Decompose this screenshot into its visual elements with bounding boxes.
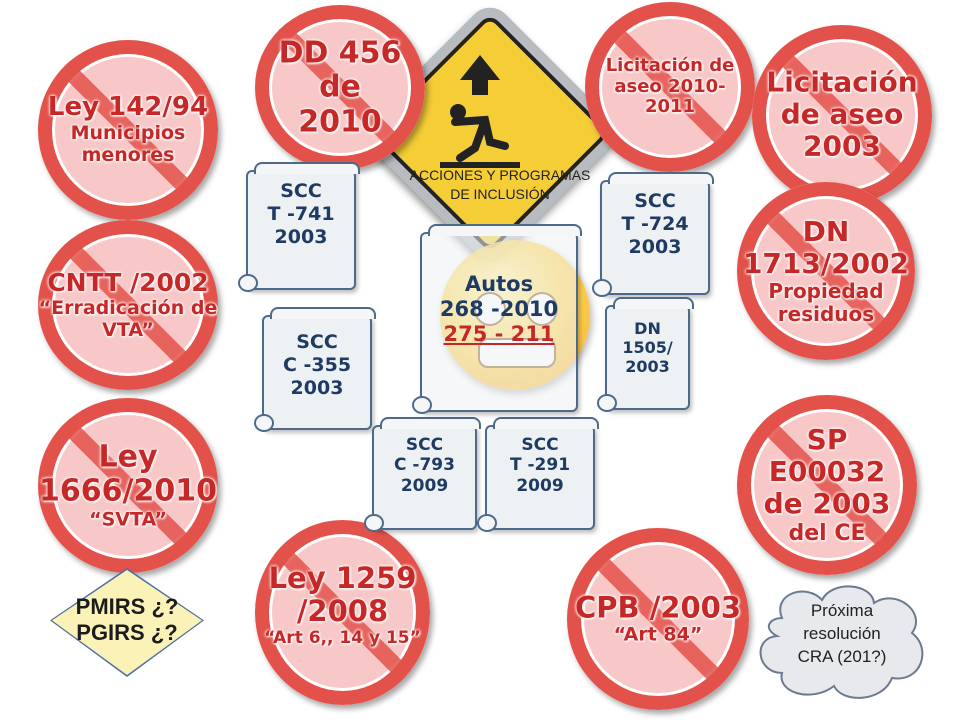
cloud-line2: resolución (803, 623, 881, 643)
scroll-scc-c355: SCC C -355 2003 (254, 307, 376, 432)
scroll-line: SCC (405, 435, 444, 455)
ban-sub: Propiedad (768, 279, 884, 304)
ban-title: de aseo (780, 97, 904, 131)
ban-sub: “Art 6,, 14 y 15” (264, 627, 421, 648)
ban-title: SP (806, 423, 848, 457)
ban-cpb-2003: CPB /2003 “Art 84” (567, 528, 749, 710)
ban-title: 2003 (803, 130, 881, 164)
falling-person-icon (440, 55, 520, 168)
scroll-autos: Autos 268 -2010 275 - 211 (412, 224, 582, 414)
ban-title: CNTT /2002 (47, 267, 209, 297)
ban-title: CPB /2003 (574, 590, 742, 625)
ban-sub: VTA” (102, 318, 154, 341)
ban-ley-1666: Ley 1666/2010 “SVTA” (38, 398, 218, 573)
scroll-line: 2003 (290, 376, 344, 399)
ban-title: DN (802, 214, 850, 248)
scroll-line: 2003 (628, 235, 682, 258)
warning-caption-line2: DE INCLUSIÓN (450, 185, 550, 202)
scroll-line: C -355 (282, 353, 352, 376)
ban-title: Ley (98, 439, 158, 475)
scroll-line: T -291 (509, 455, 571, 476)
ban-dn-1713: DN 1713/2002 Propiedad residuos (737, 182, 915, 360)
cloud-text: Próxima resolución CRA (201?) (752, 600, 932, 669)
scroll-scc-t724: SCC T -724 2003 (592, 172, 714, 297)
ban-licitacion-2003: Licitación de aseo 2003 (752, 25, 932, 205)
ban-licitacion-2010: Licitación de aseo 2010- 2011 (585, 2, 755, 172)
ban-title: 1666/2010 (39, 473, 217, 509)
ban-title: /2008 (296, 594, 389, 629)
autos-link[interactable]: 275 - 211 (443, 322, 555, 347)
ban-title: 1713/2002 (742, 247, 910, 280)
thought-cloud (759, 585, 924, 699)
ban-sub: menores (81, 143, 175, 166)
ban-dd-456: DD 456 de 2010 (255, 5, 425, 170)
ban-sub: Municipios (70, 122, 186, 145)
ban-sub: “Art 84” (613, 623, 703, 646)
ban-title: Ley 1259 (268, 560, 417, 595)
ban-title: de 2003 (763, 487, 891, 521)
pmirs-line2: PGIRS ¿? (76, 620, 178, 646)
scroll-line: 1505/ (622, 338, 673, 358)
pmirs-line1: PMIRS ¿? (75, 594, 179, 619)
ban-sub: “SVTA” (89, 508, 167, 531)
scroll-line: 2003 (625, 357, 670, 377)
ban-title: DD 456 de (278, 34, 402, 105)
cloud-line3: CRA (201?) (797, 646, 887, 666)
scroll-line: SCC (280, 180, 322, 202)
scroll-scc-t741: SCC T -741 2003 (238, 162, 360, 292)
scroll-line: SCC (296, 331, 338, 353)
scroll-scc-c793: SCC C -793 2009 (364, 417, 481, 532)
ban-sub: Licitación de (605, 54, 735, 76)
ban-ley-1259: Ley 1259 /2008 “Art 6,, 14 y 15” (255, 520, 430, 705)
ban-title: 2010 (298, 103, 382, 139)
ban-sub: del CE (788, 520, 866, 546)
scroll-line: 2009 (400, 475, 449, 496)
ban-title: Ley 142/94 (47, 92, 209, 123)
ban-ley-142: Ley 142/94 Municipios menores (38, 40, 218, 220)
scroll-line: DN (634, 319, 661, 338)
warning-caption: ACCIONES Y PROGRAMAS DE INCLUSIÓN (370, 166, 630, 204)
pmirs-text: PMIRS ¿? PGIRS ¿? (50, 594, 204, 647)
scroll-line: T -741 (267, 202, 335, 225)
ban-sub: residuos (777, 302, 875, 327)
ban-sub: 2011 (644, 96, 696, 118)
ban-title: Licitación (766, 65, 918, 99)
scroll-dn-1505: DN 1505/ 2003 (597, 297, 694, 412)
scroll-scc-t291: SCC T -291 2009 (477, 417, 599, 532)
scroll-line: C -793 (394, 455, 455, 476)
autos-title: Autos (464, 272, 534, 296)
ban-cntt-2002: CNTT /2002 “Erradicación de VTA” (38, 220, 218, 390)
scroll-line: SCC (521, 435, 559, 455)
scroll-line: 2003 (274, 225, 328, 248)
warning-caption-line1: ACCIONES Y PROGRAMAS (409, 167, 591, 183)
ban-sub: “Erradicación de (38, 296, 218, 319)
ban-sub: aseo 2010- (614, 75, 726, 97)
scroll-line: SCC (634, 190, 676, 212)
cloud-line1: Próxima (810, 601, 874, 620)
scroll-line: 2009 (516, 475, 564, 496)
autos-number: 268 -2010 (439, 297, 559, 322)
ban-sp-e00032: SP E00032 de 2003 del CE (737, 395, 917, 575)
scroll-line: T -724 (621, 212, 689, 235)
ban-title: E00032 (768, 455, 886, 489)
